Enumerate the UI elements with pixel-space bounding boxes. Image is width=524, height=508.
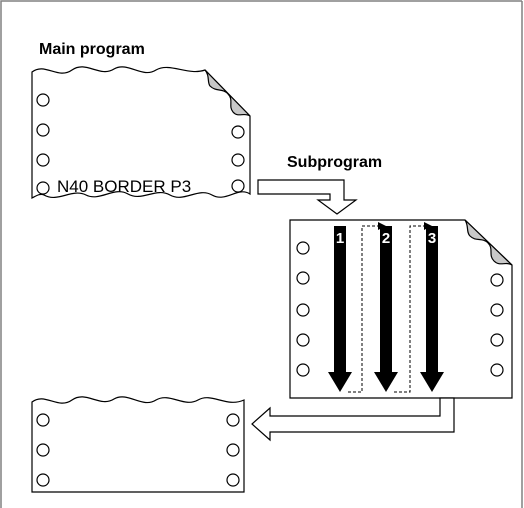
sub-sheet-hole (297, 334, 309, 346)
main-sheet-hole (37, 94, 49, 106)
lower-sheet-hole (37, 414, 49, 426)
subprogram-sheet: 1 2 3 (290, 220, 512, 398)
main-sheet-hole (232, 180, 244, 192)
lower-sheet-hole (227, 444, 239, 456)
sub-sheet-hole (297, 364, 309, 376)
main-sheet-hole (37, 154, 49, 166)
main-sheet-hole (232, 126, 244, 138)
sub-sheet-hole (491, 364, 503, 376)
call-arrow (258, 180, 356, 214)
pass-arrows: 1 2 3 (328, 226, 444, 392)
sub-sheet-hole (491, 304, 503, 316)
main-sheet-hole (37, 124, 49, 136)
pass-number-2: 2 (382, 230, 390, 247)
sub-sheet-hole (491, 274, 503, 286)
main-program-sheet: N40 BORDER P3 (32, 67, 250, 198)
pass-number-3: 3 (428, 230, 436, 247)
sub-sheet-hole (297, 272, 309, 284)
return-arrow (252, 398, 454, 440)
pass-number-1: 1 (336, 230, 344, 247)
main-program-continuation-sheet (32, 397, 244, 492)
sub-sheet-hole (491, 334, 503, 346)
lower-sheet-outline (32, 397, 244, 492)
lower-sheet-hole (37, 474, 49, 486)
subprogram-title: Subprogram (287, 154, 382, 171)
lower-sheet-hole (227, 474, 239, 486)
main-sheet-hole (232, 154, 244, 166)
sub-sheet-hole (297, 242, 309, 254)
lower-sheet-hole (37, 444, 49, 456)
main-program-title: Main program (39, 41, 145, 58)
sub-sheet-outline (290, 220, 512, 398)
main-sheet-hole (37, 182, 49, 194)
sub-sheet-hole (297, 304, 309, 316)
lower-sheet-hole (227, 414, 239, 426)
main-call-line: N40 BORDER P3 (57, 177, 191, 196)
